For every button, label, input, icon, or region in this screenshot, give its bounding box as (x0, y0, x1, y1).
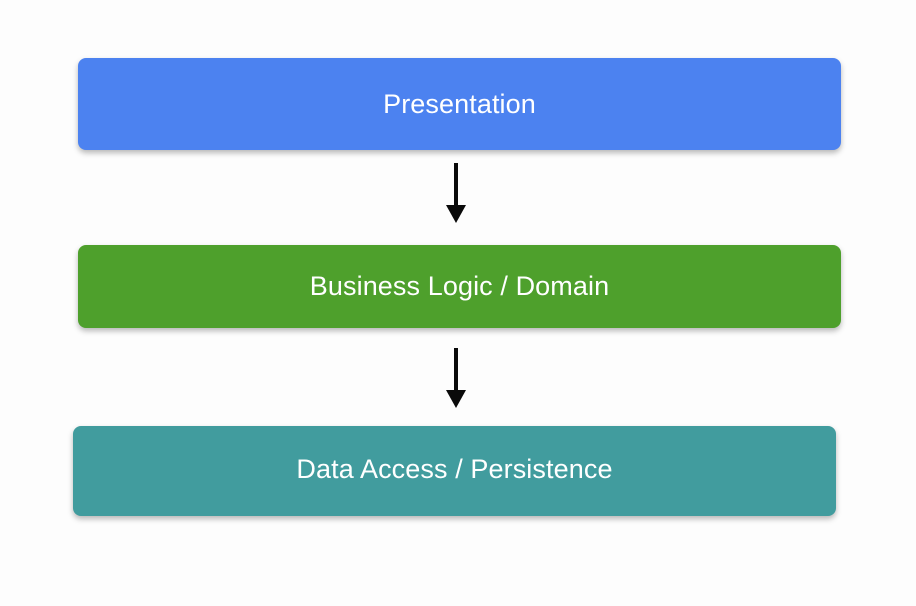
layer-node-data-access[interactable]: Data Access / Persistence (73, 426, 836, 516)
layer-node-data-access-label: Data Access / Persistence (296, 453, 613, 484)
layer-node-presentation-label: Presentation (383, 88, 536, 119)
arrow-head-icon (446, 390, 466, 408)
layer-node-presentation[interactable]: Presentation (78, 58, 841, 150)
layer-node-business-logic-label: Business Logic / Domain (309, 271, 610, 301)
arrow-head-icon (446, 205, 466, 223)
layer-node-business-logic[interactable]: Business Logic / Domain (78, 245, 841, 328)
